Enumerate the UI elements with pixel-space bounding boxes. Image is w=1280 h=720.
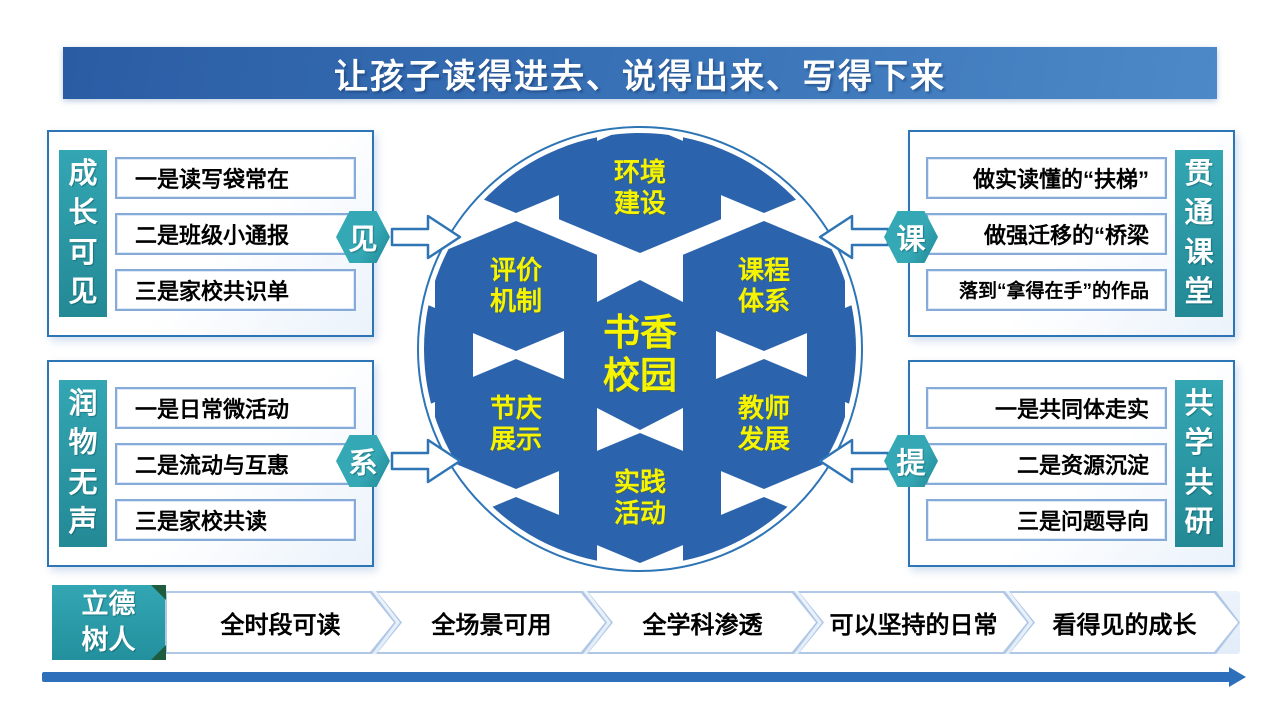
badge-hexagon-lesson: 课 — [884, 211, 938, 263]
chevron-step: 全学科渗透 — [587, 591, 818, 654]
chevron-step: 全场景可用 — [376, 591, 607, 654]
group-items: 做实读懂的“扶梯” 做强迁移的“桥梁 落到“拿得在手”的作品 — [926, 132, 1167, 335]
group-co-learning: 共学共研 一是共同体走实 二是资源沉淀 三是问题导向 — [908, 360, 1235, 567]
footer-steps-bar: 全时段可读 全场景可用 全学科渗透 可以坚持的日常 看得见的成长 — [165, 591, 1240, 654]
group-connected-classroom: 贯通课堂 做实读懂的“扶梯” 做强迁移的“桥梁 落到“拿得在手”的作品 — [908, 130, 1235, 337]
arrow-left-icon — [818, 433, 890, 489]
chevron-step: 全时段可读 — [165, 591, 396, 654]
list-item: 做实读懂的“扶梯” — [926, 156, 1167, 199]
list-item: 一是共同体走实 — [926, 386, 1167, 429]
group-label-silent-nurture: 润物无声 — [59, 380, 107, 547]
bottom-arrow-line — [42, 667, 1246, 687]
list-item: 三是家校共读 — [115, 498, 356, 541]
badge-hexagon-see: 见 — [336, 211, 390, 263]
list-item: 做强迁移的“桥梁 — [926, 212, 1167, 255]
footer-moral-education-box: 立德树人 — [52, 585, 166, 660]
title-banner: 让孩子读得进去、说得出来、写得下来 — [63, 47, 1217, 99]
group-items: 一是共同体走实 二是资源沉淀 三是问题导向 — [926, 362, 1167, 565]
group-items: 一是日常微活动 二是流动与互惠 三是家校共读 — [115, 362, 356, 565]
list-item: 二是流动与互惠 — [115, 442, 356, 485]
list-item: 三是家校共识单 — [115, 268, 356, 311]
list-item: 一是日常微活动 — [115, 386, 356, 429]
list-item: 三是问题导向 — [926, 498, 1167, 541]
list-item: 落到“拿得在手”的作品 — [926, 268, 1167, 311]
group-growth-visible: 成长可见 一是读写袋常在 二是班级小通报 三是家校共识单 — [47, 130, 374, 337]
group-silent-nurture: 润物无声 一是日常微活动 二是流动与互惠 三是家校共读 — [47, 360, 374, 567]
group-items: 一是读写袋常在 二是班级小通报 三是家校共识单 — [115, 132, 356, 335]
group-label-connected-classroom: 贯通课堂 — [1175, 150, 1223, 317]
arrow-right-icon — [390, 209, 462, 265]
chevron-step: 可以坚持的日常 — [798, 591, 1029, 654]
arrowhead-icon — [1229, 667, 1246, 687]
list-item: 一是读写袋常在 — [115, 156, 356, 199]
center-circle: 环境建设 评价机制 课程体系 节庆展示 教师发展 实践活动 书香校园 — [417, 126, 863, 572]
honeycomb: 环境建设 评价机制 课程体系 节庆展示 教师发展 实践活动 书香校园 — [424, 133, 856, 565]
group-label-co-learning: 共学共研 — [1175, 380, 1223, 547]
arrow-left-icon — [818, 209, 890, 265]
list-item: 二是班级小通报 — [115, 212, 356, 255]
list-item: 二是资源沉淀 — [926, 442, 1167, 485]
hex-environment: 环境建设 — [559, 133, 721, 253]
page-title: 让孩子读得进去、说得出来、写得下来 — [334, 57, 946, 96]
group-label-growth-visible: 成长可见 — [59, 150, 107, 317]
arrow-right-icon — [390, 433, 462, 489]
chevron-step: 看得见的成长 — [1009, 591, 1240, 654]
